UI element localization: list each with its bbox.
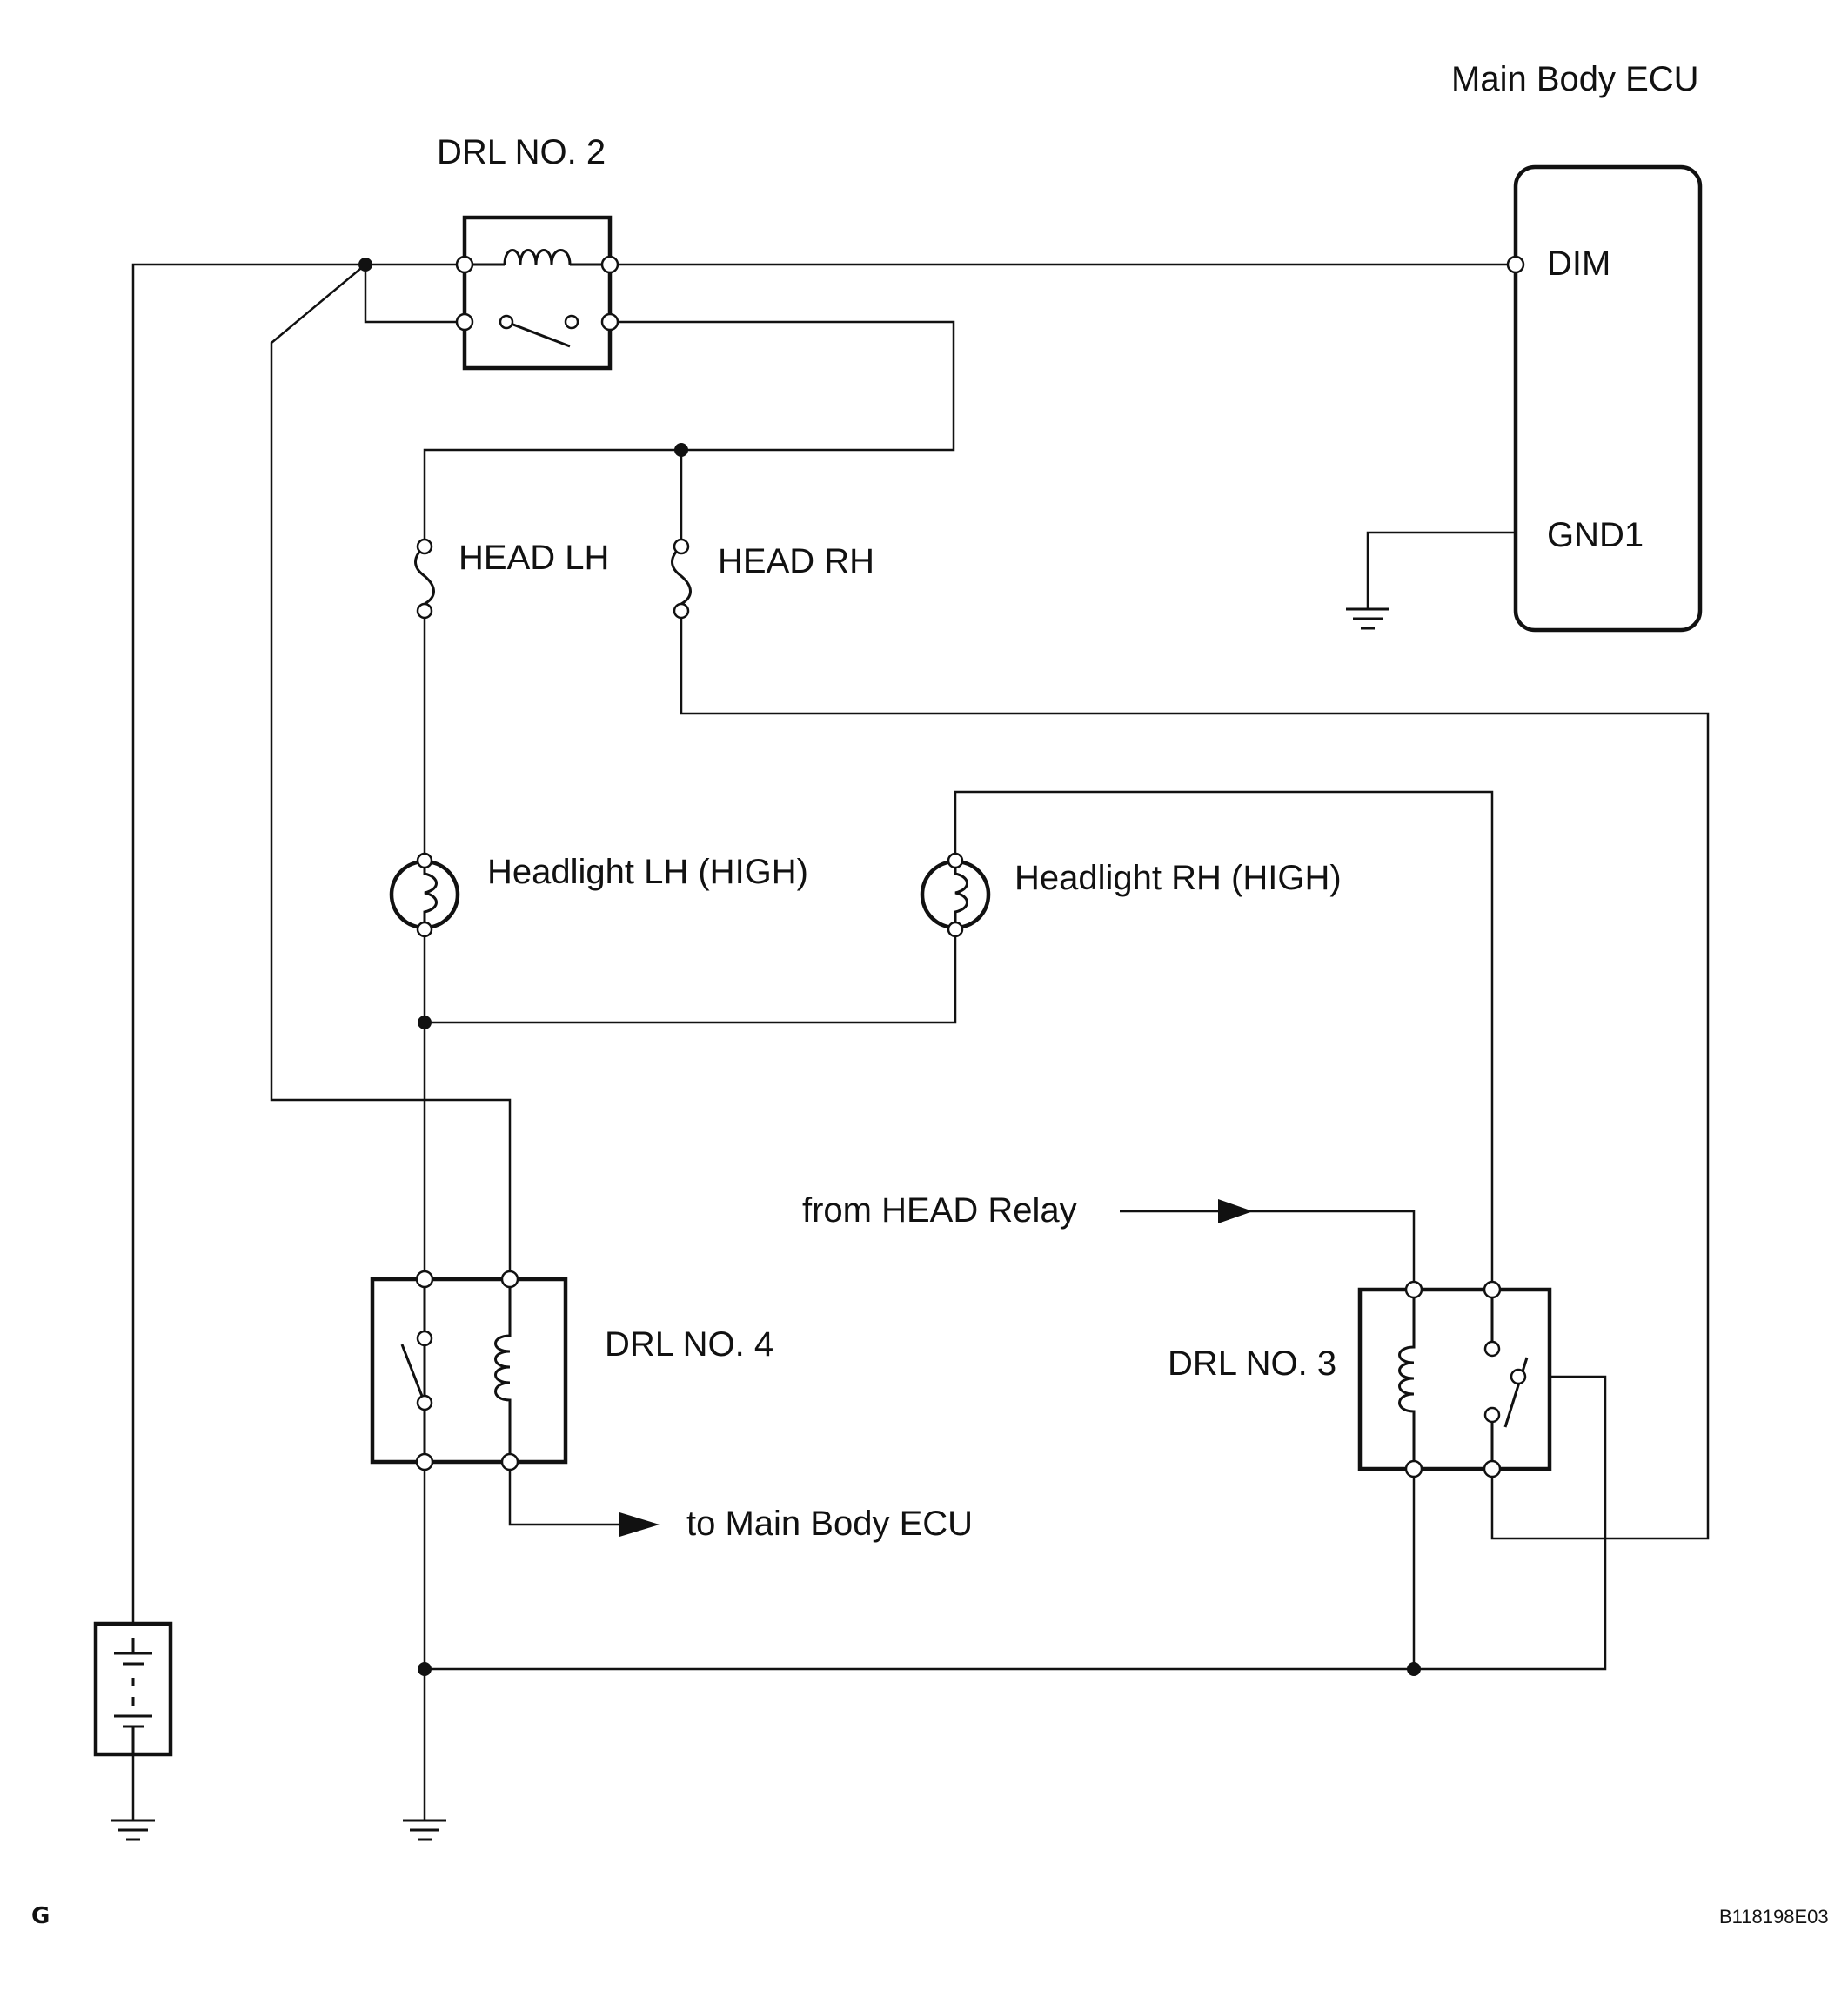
wire-junction-to-drl2-contact xyxy=(364,265,465,324)
terminal xyxy=(600,255,619,274)
arrow-from-head-relay-icon xyxy=(1218,1199,1253,1223)
contact xyxy=(1483,1340,1501,1358)
terminal xyxy=(947,852,964,869)
ground-ecu-icon xyxy=(1346,607,1389,630)
label-head-lh: HEAD LH xyxy=(459,539,609,577)
label-head-rh: HEAD RH xyxy=(718,542,874,580)
terminal xyxy=(455,312,474,332)
main-body-ecu xyxy=(1506,164,1703,633)
switch-icon xyxy=(506,320,571,348)
label-headlight-rh-high: Headlight RH (HIGH) xyxy=(1014,859,1342,897)
coil-icon xyxy=(1398,1290,1416,1469)
relay-drl-no2 xyxy=(455,215,619,371)
junction-dot xyxy=(418,1016,432,1029)
ground-main-icon xyxy=(403,1819,446,1841)
label-figure-id: B118198E03 xyxy=(1719,1906,1829,1927)
terminal xyxy=(416,852,433,869)
terminal xyxy=(673,602,690,620)
contact xyxy=(416,1330,433,1347)
terminal xyxy=(1483,1459,1502,1478)
ground-battery-icon xyxy=(111,1819,155,1841)
terminal xyxy=(947,921,964,938)
junctions xyxy=(358,258,1421,1676)
battery-icon xyxy=(114,1638,152,1753)
wire-battery-top xyxy=(131,263,465,1638)
ecu-box xyxy=(1513,164,1703,633)
contact xyxy=(1510,1368,1527,1385)
wire-lamp-rh-to-drl3 xyxy=(954,790,1494,1290)
contact xyxy=(416,1394,433,1411)
junction-dot xyxy=(674,443,688,457)
wire-ground-bus xyxy=(425,1375,1607,1671)
fuse-head-lh xyxy=(414,538,435,620)
wire-diagonal-to-drl4 xyxy=(270,264,512,1279)
relay-box xyxy=(462,215,613,371)
contact xyxy=(1483,1406,1501,1424)
wire-from-head-relay xyxy=(1120,1210,1416,1290)
relay-drl-no3 xyxy=(1357,1280,1552,1478)
label-main-body-ecu: Main Body ECU xyxy=(1451,60,1699,98)
terminal xyxy=(415,1270,434,1289)
contact xyxy=(564,314,579,330)
terminal-dim xyxy=(1506,255,1525,274)
terminal xyxy=(455,255,474,274)
terminal xyxy=(673,538,690,555)
relay-box xyxy=(370,1277,568,1465)
terminal xyxy=(500,1270,519,1289)
terminal xyxy=(1404,1459,1423,1478)
wire-drl2-switch-out xyxy=(423,320,955,540)
terminal xyxy=(415,1452,434,1471)
fuse-icon xyxy=(414,545,435,606)
terminal xyxy=(600,312,619,332)
headlight-rh-high xyxy=(920,852,991,938)
wire-head-rh-route xyxy=(680,611,1710,1540)
label-to-main-body-ecu: to Main Body ECU xyxy=(686,1505,973,1543)
headlight-lh-high xyxy=(389,852,460,938)
label-dim: DIM xyxy=(1547,245,1610,283)
coil-icon xyxy=(494,1279,512,1462)
junction-dot xyxy=(358,258,372,272)
wires xyxy=(131,263,1710,1820)
fuse-icon xyxy=(671,545,692,606)
label-corner-code: G xyxy=(31,1903,50,1929)
junction-dot xyxy=(418,1662,432,1676)
battery xyxy=(93,1621,173,1757)
wire-gnd1-ground xyxy=(1366,531,1516,609)
relay-drl-no4 xyxy=(370,1270,568,1471)
wire-drl4-to-ecu xyxy=(508,1462,619,1526)
terminal xyxy=(416,921,433,938)
terminal xyxy=(416,538,433,555)
label-drl-no3: DRL NO. 3 xyxy=(1168,1344,1336,1383)
terminal xyxy=(1483,1280,1502,1299)
terminal xyxy=(500,1452,519,1471)
terminal xyxy=(1404,1280,1423,1299)
wire-lamps-common xyxy=(425,929,957,1024)
filament xyxy=(954,863,968,926)
switch-icon xyxy=(1490,1290,1529,1469)
label-drl-no2: DRL NO. 2 xyxy=(437,133,606,171)
label-from-head-relay: from HEAD Relay xyxy=(802,1191,1077,1230)
contact xyxy=(499,314,514,330)
fuse-head-rh xyxy=(671,538,692,620)
arrow-to-main-body-ecu-icon xyxy=(619,1512,660,1537)
label-gnd1: GND1 xyxy=(1547,516,1644,554)
terminal xyxy=(416,602,433,620)
junction-dot xyxy=(1407,1662,1421,1676)
label-drl-no4: DRL NO. 4 xyxy=(605,1325,773,1364)
filament xyxy=(423,863,438,926)
label-headlight-lh-high: Headlight LH (HIGH) xyxy=(487,853,808,891)
